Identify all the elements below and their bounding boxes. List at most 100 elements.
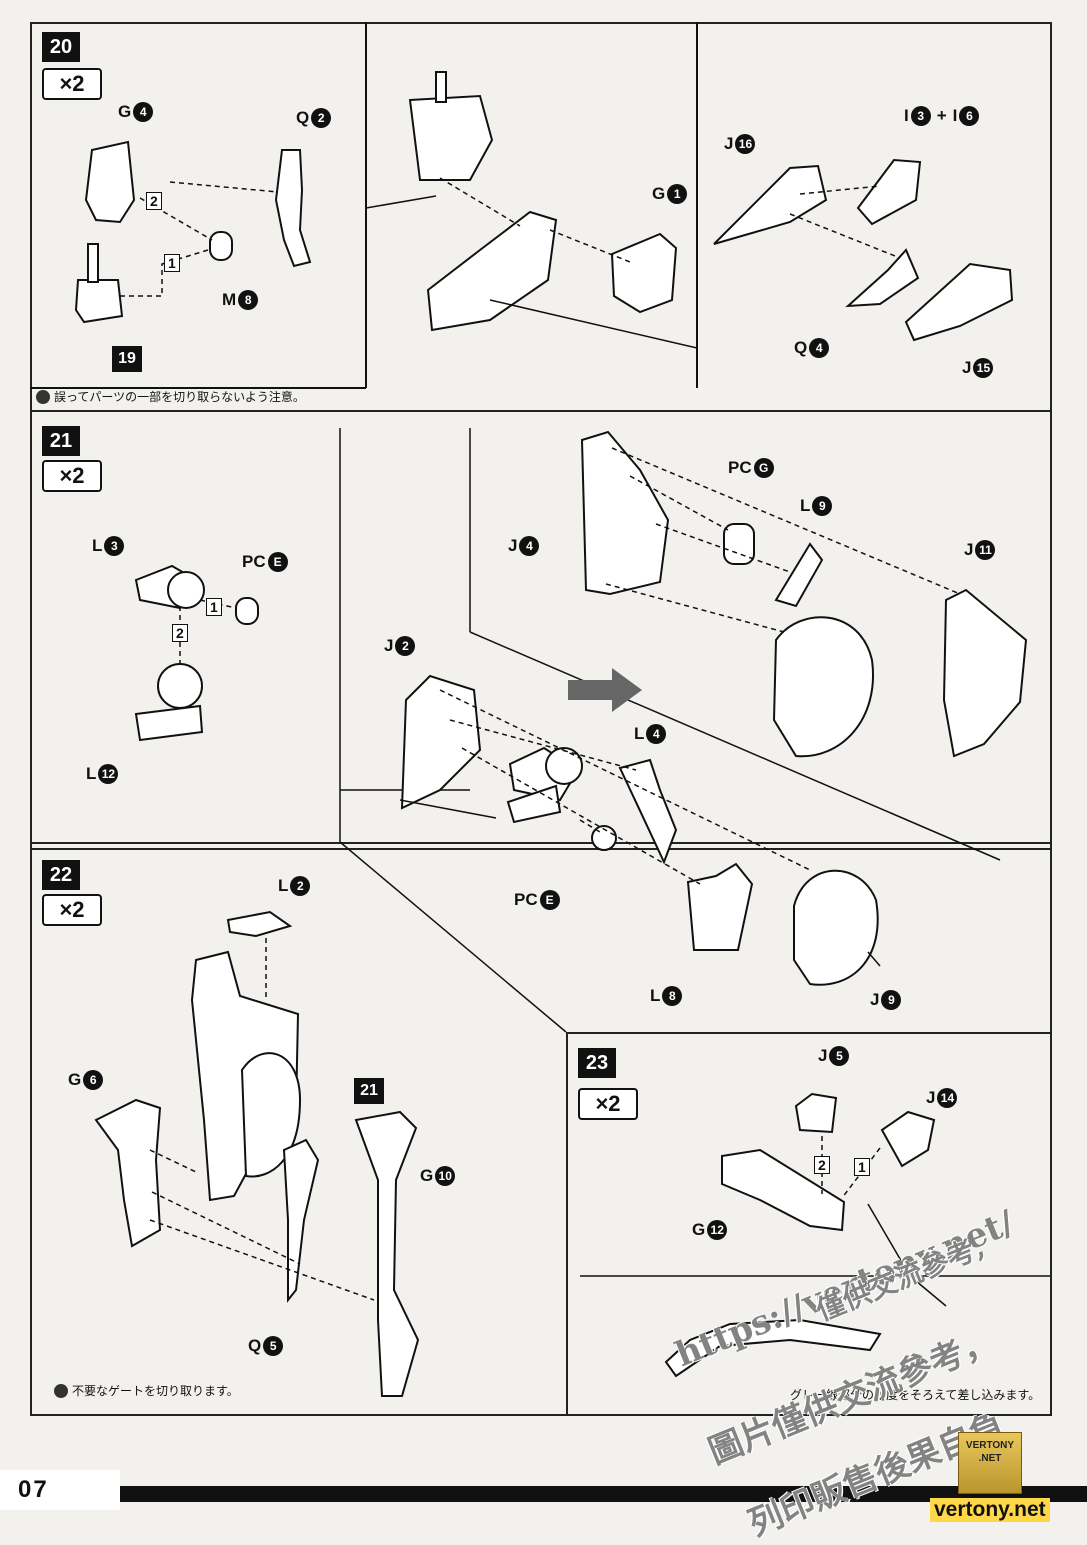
part-letter: PC: [514, 890, 538, 909]
part-letter: J: [870, 990, 880, 1009]
part-number-badge: 5: [263, 1336, 284, 1356]
step-23-panel: [566, 1032, 1052, 1416]
step-number-22: 22: [42, 860, 80, 890]
sequence-2: 2: [172, 624, 188, 642]
plus-sign: +: [936, 106, 947, 125]
part-letter: L: [634, 724, 645, 743]
quantity-badge-20: ×2: [42, 68, 102, 100]
part-number-badge: 10: [435, 1166, 456, 1186]
quantity-badge-23: ×2: [578, 1088, 638, 1120]
part-number-badge: 6: [959, 106, 980, 126]
caution-icon: [36, 389, 50, 404]
step-20-panel: [30, 22, 1052, 412]
part-letter: J: [508, 536, 518, 555]
caution-text: 誤ってパーツの一部を切り取らないよう注意。: [54, 390, 305, 404]
part-letter: Q: [248, 1336, 262, 1355]
part-number-badge: 2: [311, 108, 332, 128]
part-number-badge: 14: [937, 1088, 958, 1108]
part-number-badge: 8: [238, 290, 259, 310]
part-letter: G: [420, 1166, 434, 1185]
part-number-badge: 15: [973, 358, 994, 378]
part-letter: J: [926, 1088, 936, 1107]
part-letter: I: [904, 106, 909, 125]
logo-mid-text: .NET: [978, 1453, 1002, 1464]
part-number-badge: 5: [829, 1046, 850, 1066]
part-letter: L: [650, 986, 661, 1005]
part-letter: Q: [794, 338, 808, 357]
part-number-badge: 2: [290, 876, 311, 896]
sequence-1: 1: [206, 598, 222, 616]
caution-note: 誤ってパーツの一部を切り取らないよう注意。: [36, 388, 305, 405]
part-letter: PC: [242, 552, 266, 571]
part-letter: L: [800, 496, 811, 515]
part-letter: J: [724, 134, 734, 153]
part-number-badge: 4: [519, 536, 540, 556]
footer-bar: [100, 1486, 1087, 1502]
part-letter: J: [964, 540, 974, 559]
part-number-badge: 4: [646, 724, 667, 744]
vertony-logo: VERTONY .NET: [958, 1432, 1022, 1494]
logo-top-text: VERTONY: [965, 1440, 1015, 1451]
step-number-20: 20: [42, 32, 80, 62]
part-letter: G: [692, 1220, 706, 1239]
part-letter: J: [818, 1046, 828, 1065]
cut-gate-icon: [54, 1383, 68, 1398]
part-number-badge: 4: [809, 338, 830, 358]
part-number-badge: 2: [395, 636, 416, 656]
part-number-badge: 3: [104, 536, 125, 556]
part-number-badge: 4: [133, 102, 154, 122]
part-number-badge: 12: [98, 764, 119, 784]
part-number-badge: 1: [667, 184, 688, 204]
sub-assembly-ref-19: 19: [112, 346, 142, 372]
page-number: 07: [0, 1470, 120, 1510]
gate-note: 不要なゲートを切り取ります。: [54, 1382, 239, 1399]
part-letter: M: [222, 290, 237, 309]
part-letter: Q: [296, 108, 310, 127]
insertion-note: グレー線部分の角度をそろえて差し込みます。: [790, 1388, 1041, 1402]
part-letter: J: [962, 358, 972, 377]
sub-assembly-ref-21: 21: [354, 1078, 384, 1104]
part-letter: J: [384, 636, 394, 655]
sequence-1: 1: [854, 1158, 870, 1176]
part-number-badge: 16: [735, 134, 756, 154]
sequence-2: 2: [146, 192, 162, 210]
part-number-badge: 8: [662, 986, 683, 1006]
part-letter: G: [68, 1070, 82, 1089]
part-letter: G: [652, 184, 666, 203]
step-number-23: 23: [578, 1048, 616, 1078]
logo-url: vertony.net: [930, 1498, 1050, 1522]
part-letter: G: [118, 102, 132, 121]
part-number-badge: 12: [707, 1220, 728, 1240]
quantity-badge-21: ×2: [42, 460, 102, 492]
part-number-badge: E: [539, 890, 560, 910]
gate-note-text: 不要なゲートを切り取ります。: [72, 1384, 239, 1398]
part-letter: PC: [728, 458, 752, 477]
part-number-badge: 9: [812, 496, 833, 516]
